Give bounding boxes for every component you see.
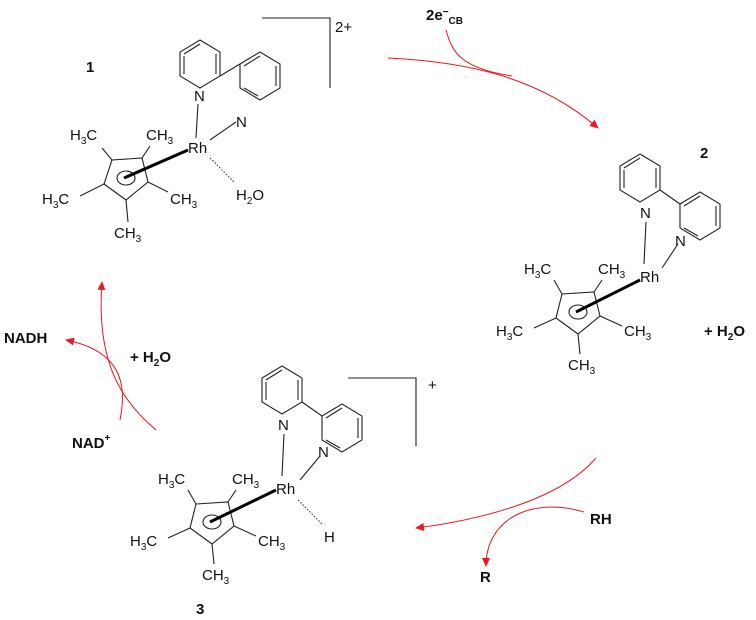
pyridine-n-1b: N xyxy=(236,114,247,131)
complex-1: N N Rh H2O H3C CH3 H3C CH3 CH3 2+ 1 xyxy=(42,17,352,245)
complex-3: N N Rh H H3C CH3 H3C CH3 CH3 + 3 xyxy=(130,365,437,618)
charge-1: 2+ xyxy=(335,19,352,36)
pyridine-ring-a xyxy=(179,39,221,89)
bracket-3 xyxy=(348,377,417,446)
charge-3: + xyxy=(428,377,437,394)
complex-2-number: 2 xyxy=(700,145,708,162)
methyl-2-b: CH3 xyxy=(598,261,626,281)
pyridine-n-1a: N xyxy=(194,88,205,105)
electron-input-arrow xyxy=(445,29,513,77)
arrow-3-to-1 xyxy=(97,281,157,431)
methyl-1-d: CH3 xyxy=(170,191,198,211)
r-product-label: R xyxy=(480,569,491,586)
pyridine-n-3b: N xyxy=(318,444,329,461)
methyl-1-a: H3C xyxy=(70,127,97,147)
pyridine-n-2a: N xyxy=(640,205,651,222)
pyridine-ring-2b xyxy=(659,189,721,241)
methyl-3-a: H3C xyxy=(158,471,185,491)
methyl-1-b: CH3 xyxy=(146,127,174,147)
methyl-3-b: CH3 xyxy=(232,471,260,491)
methyl-2-d: CH3 xyxy=(624,323,652,343)
nad-label: NAD+ xyxy=(72,433,111,452)
complex-2: N N Rh H3C CH3 H3C CH3 CH3 2 + H2O xyxy=(496,145,745,377)
pyridine-ring-2a xyxy=(619,153,661,203)
electrons-label: 2e−CB xyxy=(426,7,463,27)
pyridine-n-2b: N xyxy=(675,233,686,250)
methyl-2-e: CH3 xyxy=(568,357,596,377)
rh-substrate-label: RH xyxy=(590,511,612,528)
complex-1-number: 1 xyxy=(86,59,94,76)
methyl-3-c: H3C xyxy=(130,533,157,553)
hydride-ligand-3: H xyxy=(324,529,335,546)
complex-3-number: 3 xyxy=(196,601,204,618)
pyridine-ring-3a xyxy=(261,365,303,415)
methyl-3-e: CH3 xyxy=(202,567,230,587)
pyridine-ring-b xyxy=(219,51,281,101)
rh-atom-3: Rh xyxy=(276,481,295,498)
pyridine-n-3a: N xyxy=(278,417,289,434)
methyl-1-c: H3C xyxy=(42,191,69,211)
methyl-3-d: CH3 xyxy=(258,533,286,553)
rh-atom-1: Rh xyxy=(188,140,207,157)
cp-star-ring-1 xyxy=(79,145,189,223)
cp-star-ring-3 xyxy=(167,488,277,565)
bracket-1 xyxy=(262,17,331,88)
nad-to-nadh-arrow xyxy=(65,337,124,421)
pyridine-ring-3b xyxy=(301,401,363,453)
cycle-arrows xyxy=(65,29,599,567)
methyl-1-e: CH3 xyxy=(114,225,142,245)
rh-atom-2: Rh xyxy=(640,269,659,286)
arrow-1-to-2 xyxy=(387,57,599,129)
methyl-2-a: H3C xyxy=(524,261,551,281)
plus-water-2: + H2O xyxy=(704,323,745,343)
h2o-ligand-1: H2O xyxy=(236,187,264,207)
rh-to-r-arrow xyxy=(482,506,585,567)
cp-star-ring-2 xyxy=(533,278,641,355)
methyl-2-c: H3C xyxy=(496,323,523,343)
nadh-label: NADH xyxy=(4,330,47,347)
plus-water-1: + H2O xyxy=(130,349,171,369)
arrow-2-to-3 xyxy=(415,457,597,531)
